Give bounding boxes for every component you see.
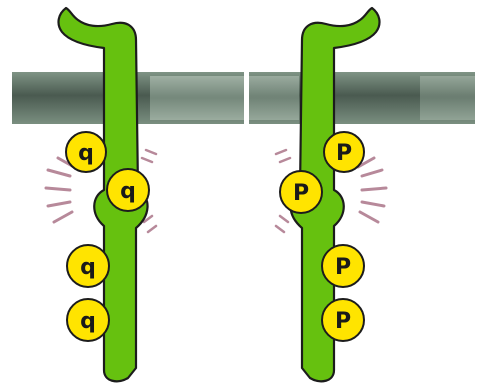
phosphate-label: q	[78, 141, 94, 166]
phosphate-label: P	[335, 255, 351, 280]
membrane-highlight-left	[150, 76, 244, 120]
activation-burst-icon-right-outer	[358, 158, 386, 222]
phosphate-group-right-3: P	[322, 245, 364, 287]
membrane-highlight-far-right	[420, 76, 475, 120]
phosphate-label: q	[80, 309, 96, 334]
phosphate-label: P	[335, 309, 351, 334]
phosphate-group-right-1: P	[324, 132, 364, 172]
phosphate-label: q	[120, 179, 136, 204]
activation-burst-icon-left-outer	[46, 158, 74, 222]
receptor-right: P P P P	[276, 8, 386, 381]
phosphate-group-right-4: P	[322, 299, 364, 341]
phosphate-group-left-2: q	[107, 169, 149, 211]
phosphate-group-left-1: q	[66, 132, 106, 172]
membrane-highlight-right	[249, 76, 299, 120]
phosphate-label: P	[336, 141, 352, 166]
phosphate-label: q	[80, 255, 96, 280]
phosphate-group-left-4: q	[67, 299, 109, 341]
phosphate-group-right-2: P	[280, 171, 322, 213]
cell-membrane	[12, 72, 475, 124]
phosphate-label: P	[293, 181, 309, 206]
receptor-left: q q q q	[46, 8, 156, 381]
phosphate-group-left-3: q	[67, 245, 109, 287]
